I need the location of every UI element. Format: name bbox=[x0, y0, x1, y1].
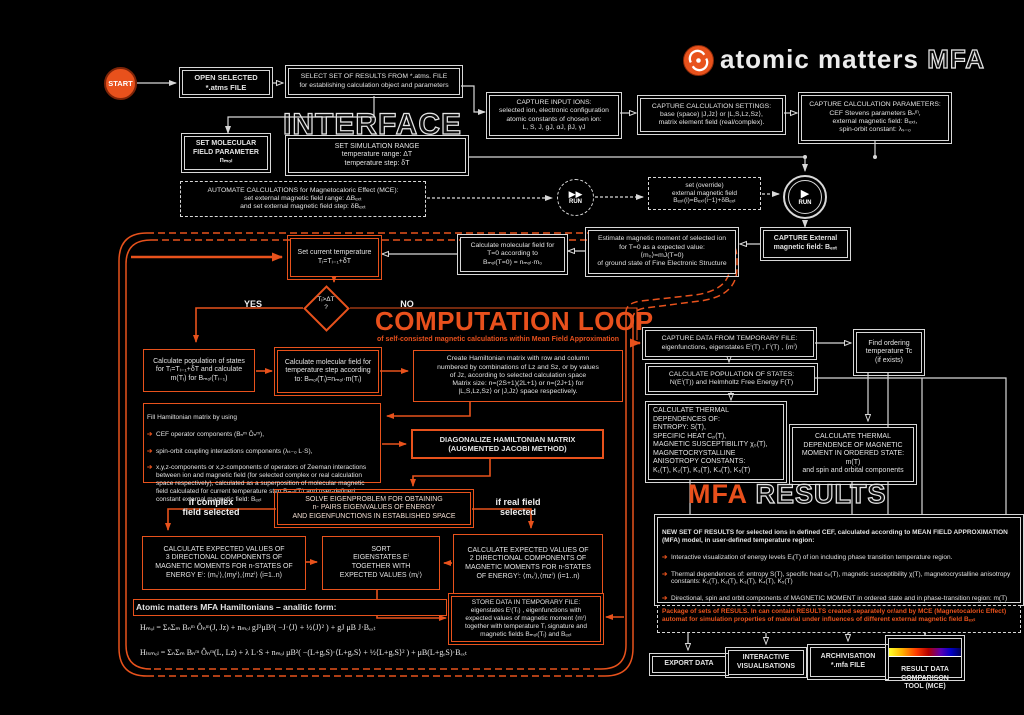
open-file-node: OPEN SELECTED *.atms FILE bbox=[179, 67, 273, 98]
computation-loop-title: COMPUTATION LOOP bbox=[375, 306, 654, 336]
sort-eigenstates-node: SORT EIGENSTATES Eⁱ TOGETHER WITH EXPECT… bbox=[322, 536, 440, 590]
interactive-visualisations-button[interactable]: INTERACTIVE VISUALISATIONS bbox=[725, 647, 807, 678]
bullet-arrow-icon: ➔ bbox=[662, 553, 668, 561]
bullet-arrow-icon: ➔ bbox=[147, 464, 153, 472]
start-label: START bbox=[108, 79, 133, 88]
create-hamiltonian-matrix-node: Create Hamiltonian matrix with row and c… bbox=[413, 350, 623, 402]
diagonalize-matrix-node: DIAGONALIZE HAMILTONIAN MATRIX (AUGMENTE… bbox=[411, 429, 604, 459]
run-button-mce[interactable]: ▶▶ RUN bbox=[557, 179, 594, 216]
fill-hamiltonian-matrix-node: Fill Hamiltonian matrix by using ➔CEF op… bbox=[143, 403, 381, 503]
bullet-arrow-icon: ➔ bbox=[147, 430, 153, 438]
select-results-node: SELECT SET OF RESULTS FROM *.atms. FILE … bbox=[285, 65, 463, 98]
results-title-text: NEW SET OF RESULTS for selected ions in … bbox=[662, 528, 1008, 544]
store-temporary-file-node: STORE DATA IN TEMPORARY FILE: eigenstate… bbox=[448, 593, 604, 645]
mce-automate-node: AUTOMATE CALCULATIONS for Magnetocaloric… bbox=[180, 181, 426, 217]
solve-eigenproblem-node: SOLVE EIGENPROBLEM FOR OBTAINING n- PAIR… bbox=[274, 489, 474, 528]
thermal-dependences-node: CALCULATE THERMAL DEPENDENCES OF: ENTROP… bbox=[645, 401, 787, 483]
set-molecular-field-node: SET MOLECULAR FIELD PARAMETER nₘₒₗ bbox=[181, 133, 271, 173]
bullet-arrow-icon: ➔ bbox=[662, 595, 668, 603]
fill-title: Fill Hamiltonian matrix by using bbox=[147, 413, 237, 421]
yes-label: YES bbox=[243, 299, 262, 309]
calc-population-free-energy-node: CALCULATE POPULATION OF STATES: N(Eⁱ(T))… bbox=[645, 363, 818, 395]
hamiltonian-equation-2: Hₗₛₘₒₗ = ΣₙΣₘ Bₙᵐ Ôₙᵐ(L, Lz) + λ L·S + n… bbox=[140, 648, 468, 657]
find-ordering-temperature-node: Find ordering temperature Tc (if exists) bbox=[853, 329, 925, 376]
play-icon: ▶ bbox=[800, 187, 810, 200]
mfa-results-title-mfa: MFA bbox=[688, 479, 747, 509]
calc-3-components-node: CALCULATE EXPECTED VALUES OF 3 DIRECTION… bbox=[142, 536, 306, 590]
loop-condition-label: Tᵢ>ΔT? bbox=[317, 296, 335, 311]
white-connectors bbox=[137, 80, 1007, 650]
comparison-button-label: RESULT DATA COMPARISON TOOL (MCE) bbox=[901, 666, 949, 691]
hamiltonians-header: Atomic matters MFA Hamiltonians – analit… bbox=[133, 599, 447, 616]
mfa-results-title: MFA RESULTS bbox=[688, 478, 887, 510]
capture-calc-parameters-node: CAPTURE CALCULATION PARAMETERS: CEF Stev… bbox=[798, 92, 952, 144]
new-set-of-results-node: NEW SET OF RESULTS for selected ions in … bbox=[654, 514, 1024, 606]
logo-swoosh bbox=[688, 49, 709, 72]
bullet-arrow-icon: ➔ bbox=[662, 570, 668, 578]
run-label: RUN bbox=[798, 199, 812, 206]
run-button-main[interactable]: ▶ RUN bbox=[783, 175, 827, 219]
rainbow-gradient-bar bbox=[889, 647, 961, 657]
run-label: RUN bbox=[569, 199, 582, 205]
export-data-button[interactable]: EXPORT DATA bbox=[649, 653, 729, 676]
package-note: Package of sets of RESULS. In can contai… bbox=[657, 605, 1021, 633]
bullet-arrow-icon: ➔ bbox=[147, 447, 153, 455]
archivisation-button[interactable]: ARCHIVISATION *.mfa FILE bbox=[807, 644, 889, 680]
mfa-results-title-results: RESULTS bbox=[755, 478, 887, 509]
capture-calc-settings-node: CAPTURE CALCULATION SETTINGS: base (spac… bbox=[637, 95, 786, 135]
fast-forward-icon: ▶▶ bbox=[568, 189, 583, 199]
orange-connectors bbox=[131, 252, 641, 621]
app-title-suffix: MFA bbox=[927, 43, 986, 74]
estimate-moment-node: Estimate magnetic moment of selected ion… bbox=[585, 227, 739, 277]
app-title-brand: atomic matters bbox=[720, 44, 919, 74]
set-simulation-range-node: SET SIMULATION RANGE temperature range: … bbox=[285, 135, 469, 176]
calc-molecular-step-node: Calculate molecular field for temperatur… bbox=[274, 347, 382, 396]
calc-molecular-t0-node: Calculate molecular field for T=0 accord… bbox=[457, 234, 568, 275]
override-field-node: set (override) external magnetic field B… bbox=[648, 177, 761, 210]
loop-border bbox=[118, 232, 738, 677]
capture-temp-file-node: CAPTURE DATA FROM TEMPORARY FILE: eigenf… bbox=[642, 327, 817, 360]
set-current-temperature-node: Set current temperature Tᵢ=Tᵢ₋₁+δT bbox=[287, 235, 382, 280]
interface-title: INTERFACE bbox=[282, 107, 463, 141]
no-label: NO bbox=[400, 299, 414, 309]
calc-population-states-node: Calculate population of states for Tᵢ=Tᵢ… bbox=[143, 349, 255, 392]
calc-2-components-node: CALCULATE EXPECTED VALUES OF 2 DIRECTION… bbox=[453, 534, 603, 594]
capture-external-field-node: CAPTURE External magnetic field: Bₑₓₜ bbox=[760, 227, 851, 261]
moment-ordered-state-node: CALCULATE THERMAL DEPENDENCE OF MAGNETIC… bbox=[789, 424, 917, 485]
computation-loop-subtitle: of self-consisted magnetic calculations … bbox=[377, 336, 620, 343]
atomic-matters-logo-icon bbox=[683, 45, 714, 76]
if-real-label: if real field selected bbox=[495, 497, 541, 517]
capture-input-ions-node: CAPTURE INPUT IONS: selected ion, electr… bbox=[486, 92, 622, 139]
app-title: atomic matters MFA bbox=[720, 43, 986, 75]
hamiltonian-equation-1: Hₘₒₗ = ΣₙΣₘ Bₙᵐ Ôₙᵐ(J, Jz) + nₘₒₗ gJ²μB²… bbox=[140, 623, 376, 632]
if-complex-label: if complex field selected bbox=[182, 497, 240, 517]
start-node[interactable]: START bbox=[104, 67, 137, 100]
result-data-comparison-button[interactable]: RESULT DATA COMPARISON TOOL (MCE) bbox=[885, 635, 965, 690]
